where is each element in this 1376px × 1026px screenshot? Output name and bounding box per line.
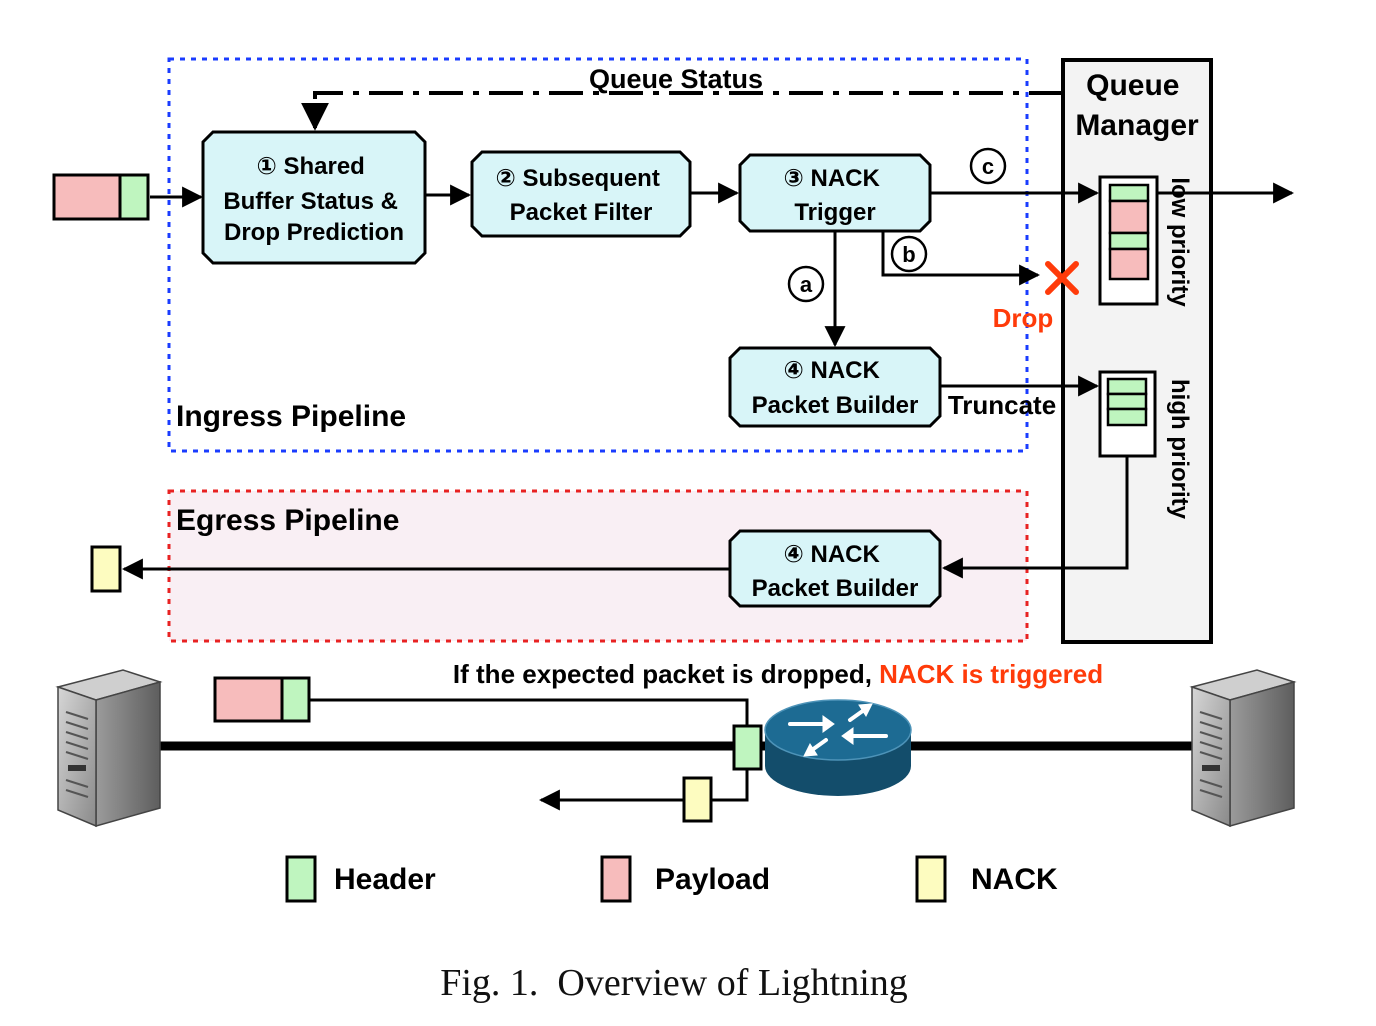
router-icon <box>764 699 912 796</box>
ingress-pipeline-region <box>167 57 1029 453</box>
header-tap-line <box>309 698 749 726</box>
queued-payload <box>1108 199 1150 235</box>
outgoing-nack-packet <box>90 545 122 593</box>
branch-b-arrow <box>881 231 1041 286</box>
nack-builder-ingress-text: ④ NACK Packet Builder <box>752 357 919 419</box>
ingress-pipeline-label: Ingress Pipeline <box>176 400 406 433</box>
legend: Header Payload NACK <box>285 855 1058 903</box>
legend-header-label: Header <box>334 863 436 896</box>
switch-header-chunk <box>732 724 763 771</box>
network-caption: If the expected packet is dropped, NACK … <box>453 659 1103 689</box>
subsequent-filter-block <box>470 150 692 238</box>
shared-buffer-block <box>201 130 427 265</box>
branch-a-marker <box>787 265 825 303</box>
right-server-icon <box>1189 669 1297 828</box>
legend-payload-label: Payload <box>655 863 770 896</box>
legend-nack-swatch <box>915 855 947 903</box>
egress-pipeline-label: Egress Pipeline <box>176 504 399 537</box>
returned-nack-packet <box>682 776 713 823</box>
legend-payload-swatch <box>600 855 632 903</box>
legend-header-swatch <box>285 855 317 903</box>
truncate-label: Truncate <box>948 390 1056 420</box>
queued-header <box>1108 183 1150 203</box>
nack-builder-egress-text: ④ NACK Packet Builder <box>752 541 919 602</box>
branch-b-letter: b <box>902 242 915 267</box>
left-server-icon <box>55 669 163 828</box>
subsequent-filter-text: ② Subsequent Packet Filter <box>495 165 666 226</box>
nack-builder-egress-block <box>728 529 942 608</box>
low-priority-label: low priority <box>1166 177 1193 307</box>
payload-chunk <box>52 173 122 221</box>
sender-header-chunk <box>280 676 311 723</box>
shared-buffer-text: ① Shared Buffer Status & Drop Prediction <box>223 153 404 246</box>
branch-b-marker <box>890 235 928 273</box>
queued-header <box>1108 231 1150 251</box>
figure-caption: Fig. 1. Overview of Lightning <box>440 962 908 1004</box>
drop-cross-icon <box>1045 261 1079 295</box>
drop-label: Drop <box>993 303 1054 333</box>
nack-trigger-block <box>738 153 932 233</box>
high-priority-label: high priority <box>1166 379 1193 520</box>
branch-a-letter: a <box>800 272 813 297</box>
branch-c-letter: c <box>982 154 994 179</box>
legend-nack-label: NACK <box>971 863 1058 896</box>
queue-status-arrow <box>301 91 1063 131</box>
queue-status-label: Queue Status <box>589 64 763 94</box>
queue-manager-box <box>1061 58 1213 644</box>
queue-manager-label: Queue Manager <box>1075 69 1199 142</box>
incoming-packet <box>52 173 150 221</box>
nack-builder-ingress-block <box>728 346 942 428</box>
queued-header <box>1106 392 1148 411</box>
branch-c-marker <box>969 147 1007 185</box>
queued-header <box>1106 377 1148 396</box>
sender-payload-chunk <box>213 676 284 723</box>
header-chunk <box>118 173 150 221</box>
queued-payload <box>1108 247 1150 281</box>
nack-return-arrow <box>538 769 749 811</box>
nack-trigger-text: ③ NACK Trigger <box>784 165 887 226</box>
high-priority-to-egress-arrow <box>941 456 1129 579</box>
queued-header <box>1106 407 1148 427</box>
